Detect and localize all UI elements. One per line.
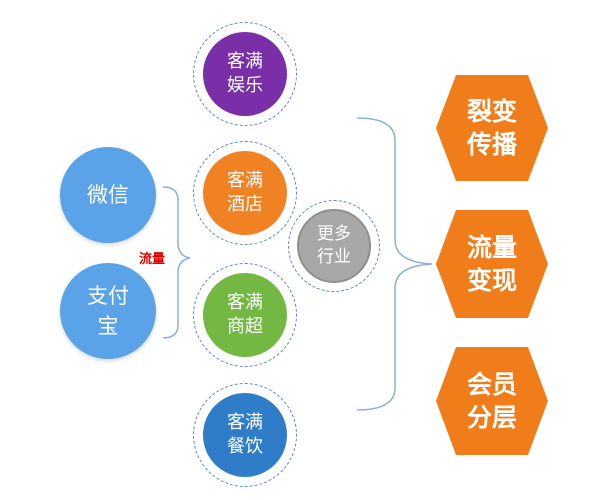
ring-more — [288, 200, 380, 292]
source-wechat-label: 微信 — [87, 183, 129, 207]
ring-entertainment — [193, 22, 297, 126]
flow-label: 流量 — [139, 252, 166, 267]
outcome-monetize-line2: 变现 — [466, 266, 517, 295]
hexagon-member — [436, 347, 548, 455]
source-alipay-line1: 支付 — [87, 284, 129, 308]
scenario-dining-line1: 客满 — [227, 412, 263, 433]
more-industries-line2: 行业 — [317, 247, 351, 267]
source-node-alipay: 支付 宝 — [60, 263, 156, 359]
scenario-node-supermarket: 客满 商超 — [203, 273, 287, 357]
scenario-dining-line2: 餐饮 — [227, 436, 263, 457]
outcome-monetize-line1: 流量 — [466, 233, 517, 262]
ring-dining — [193, 383, 297, 487]
ring-hotel — [193, 141, 297, 245]
left-bracket — [162, 186, 191, 339]
scenario-supermarket-line1: 客满 — [227, 292, 263, 313]
outcome-monetize-label: 流量 变现 — [444, 231, 540, 297]
outcome-member-line1: 会员 — [466, 370, 517, 399]
more-industries-node: 更多 行业 — [297, 209, 371, 283]
scenario-supermarket-line2: 商超 — [227, 316, 263, 337]
outcome-member-label: 会员 分层 — [444, 368, 540, 434]
scenario-node-dining: 客满 餐饮 — [203, 393, 287, 477]
outcome-fission-line1: 裂变 — [466, 97, 517, 126]
scenario-entertainment-line2: 娱乐 — [227, 75, 263, 96]
right-bracket — [356, 117, 433, 411]
scenario-entertainment-line1: 客满 — [227, 51, 263, 72]
scenario-node-entertainment: 客满 娱乐 — [203, 32, 287, 116]
outcome-fission-label: 裂变 传播 — [444, 95, 540, 161]
outcome-member-line2: 分层 — [466, 403, 517, 432]
more-industries-line1: 更多 — [317, 224, 351, 244]
source-alipay-line2: 宝 — [97, 314, 119, 338]
hexagon-fission — [436, 75, 548, 181]
scenario-hotel-line2: 酒店 — [227, 194, 263, 215]
hexagon-monetize — [436, 210, 548, 318]
outcome-fission-line2: 传播 — [466, 130, 517, 159]
ring-supermarket — [193, 263, 297, 367]
scenario-hotel-line1: 客满 — [227, 170, 263, 191]
source-node-wechat: 微信 — [60, 147, 156, 243]
scenario-node-hotel: 客满 酒店 — [203, 151, 287, 235]
